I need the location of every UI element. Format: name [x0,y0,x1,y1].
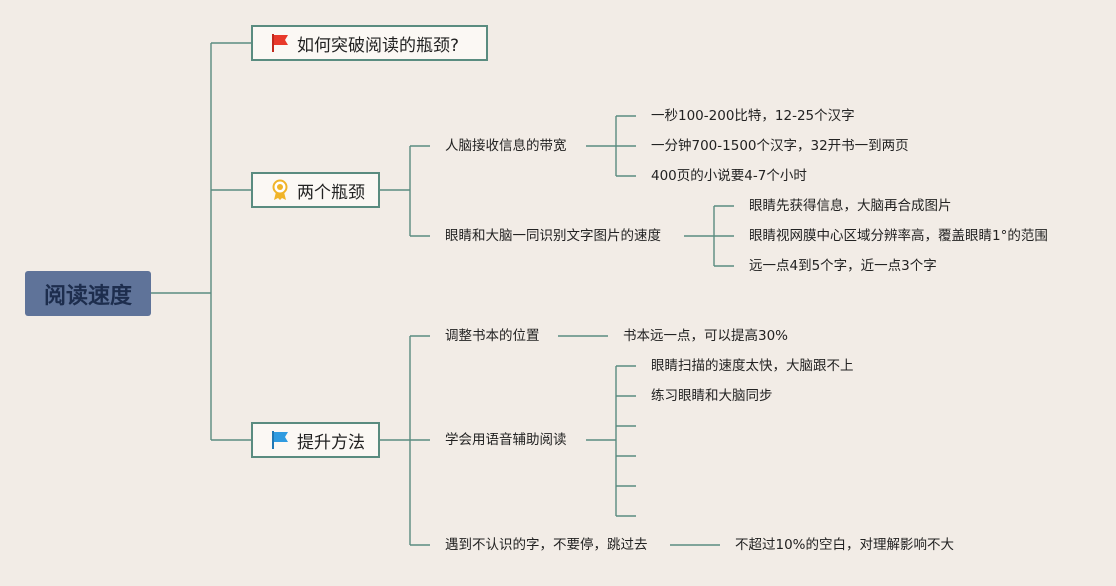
node-bandwidth-detail-2[interactable]: 一分钟700-1500个汉字，32开书一到两页 [651,138,909,154]
node-eye-brain-detail-2[interactable]: 眼睛视网膜中心区域分辨率高，覆盖眼睛1°的范围 [749,228,1048,244]
root-node[interactable]: 阅读速度 [25,271,151,316]
topic-node-bottlenecks[interactable]: 两个瓶颈 [251,172,380,208]
topic-label: 如何突破阅读的瓶颈? [297,35,460,56]
node-eye-brain-detail-3[interactable]: 远一点4到5个字，近一点3个字 [749,258,937,274]
blue-flag-icon [269,429,291,451]
root-label: 阅读速度 [43,283,132,309]
node-bandwidth-detail-3[interactable]: 400页的小说要4-7个小时 [651,168,807,184]
topic-node-methods[interactable]: 提升方法 [251,422,380,458]
node-voice-detail-2[interactable]: 练习眼睛和大脑同步 [651,388,773,404]
node-eye-brain-detail-1[interactable]: 眼睛先获得信息，大脑再合成图片 [749,198,952,214]
award-ribbon-icon [269,179,291,201]
node-skip-unknown[interactable]: 遇到不认识的字，不要停，跳过去 [445,537,648,553]
node-bandwidth-detail-1[interactable]: 一秒100-200比特，12-25个汉字 [651,108,855,124]
node-skip-detail[interactable]: 不超过10%的空白，对理解影响不大 [735,537,955,553]
node-voice-detail-1[interactable]: 眼睛扫描的速度太快，大脑跟不上 [651,358,854,374]
red-flag-icon [269,32,291,54]
node-voice-assist[interactable]: 学会用语音辅助阅读 [445,432,567,448]
node-adjust-detail[interactable]: 书本远一点，可以提高30% [623,328,789,344]
topic-label: 两个瓶颈 [297,182,365,203]
node-eye-brain-speed[interactable]: 眼睛和大脑一同识别文字图片的速度 [445,228,661,244]
topic-label: 提升方法 [297,432,365,453]
node-adjust-book-position[interactable]: 调整书本的位置 [445,328,540,344]
node-brain-bandwidth[interactable]: 人脑接收信息的带宽 [445,138,567,154]
topic-node-breakthrough[interactable]: 如何突破阅读的瓶颈? [251,25,488,61]
